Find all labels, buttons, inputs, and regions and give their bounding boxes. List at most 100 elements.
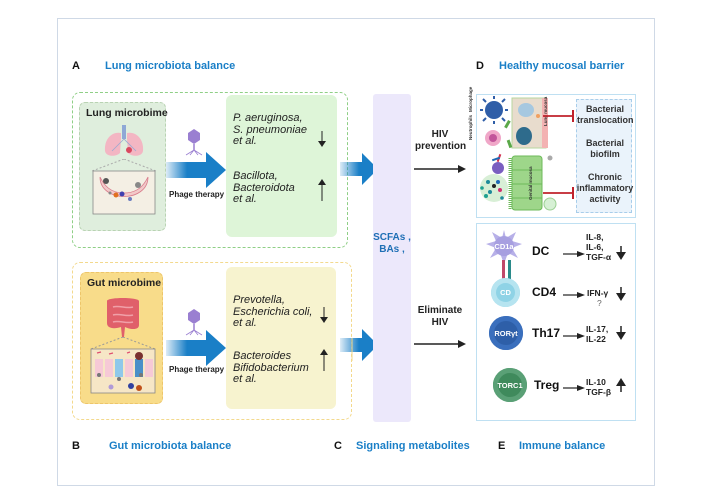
flow-arrow-lung <box>166 152 226 188</box>
arrow-up-icon <box>320 349 328 371</box>
species-name: S. pneumoniae <box>233 123 307 136</box>
arrow-down-icon <box>320 307 328 323</box>
species-name: Bacteroides <box>233 350 292 362</box>
arrow-right-icon <box>563 292 585 298</box>
label-line: prevention <box>415 141 467 152</box>
effect-bacterial-translocation: Bacterial translocation <box>577 104 634 126</box>
gut-increased-species: Bacteroides Bifidobacterium et al. <box>233 350 309 386</box>
effect-line: Chronic <box>587 172 622 182</box>
arrow-down-icon <box>616 287 626 301</box>
arrow-right-icon <box>563 385 585 391</box>
barrier-effects-box: Bacterial translocation Bacterial biofil… <box>575 99 635 213</box>
mucosa-illustration <box>480 96 557 211</box>
cytokine: IL-6, <box>586 242 604 252</box>
effect-line: inflammatory <box>576 183 634 193</box>
gut-species-box: Prevotella, Escherichia coli, et al. Bac… <box>226 267 336 409</box>
section-letter-a: A <box>72 60 80 72</box>
cytokines-th17: IL-17, IL-22 <box>586 324 608 344</box>
metabolites-label: SCFAs , BAs , <box>366 232 418 256</box>
cytokine: IL-17, <box>586 324 609 334</box>
arrow-up-icon <box>318 179 326 201</box>
receptor-icon <box>502 260 511 280</box>
cytokine: IL-10 <box>586 377 606 387</box>
effect-line: Bacterial <box>585 138 625 148</box>
arrow-right-icon <box>563 333 585 339</box>
arrow-down-icon <box>616 326 626 340</box>
section-letter-d: D <box>476 60 484 72</box>
phage-therapy-label-lung: Phage therapy <box>169 190 225 199</box>
metabolite-bas: BAs , <box>379 244 405 255</box>
arrow-down-icon <box>616 246 626 260</box>
species-name: Escherichia coli, <box>233 305 313 318</box>
cytokines-cd4: IFN-γ ? <box>587 288 608 308</box>
cytokines-treg: IL-10 TGF-β <box>586 377 611 397</box>
arrow-down-icon <box>318 131 326 147</box>
cytokine: TGF-α <box>586 252 612 262</box>
species-name: Bifidobacterium <box>233 361 309 374</box>
cell-marker-cd1a: CD1a <box>494 241 514 251</box>
phage-icon-gut <box>185 309 203 336</box>
effect-line: activity <box>589 194 621 204</box>
eliminate-hiv-label: Eliminate HIV <box>414 305 466 329</box>
phage-therapy-label-gut: Phage therapy <box>169 365 225 374</box>
genital-mucosa-label: Genital mucosa <box>528 166 533 200</box>
species-name: et al. <box>233 373 257 385</box>
cd4-cell-icon: CD <box>491 278 520 307</box>
section-letter-e: E <box>498 440 506 452</box>
effect-line: translocation <box>577 115 634 125</box>
cell-marker-torc1: TORC1 <box>497 380 523 390</box>
cell-name-treg: Treg <box>534 378 560 392</box>
section-title-lung: Lung microbiota balance <box>105 60 236 72</box>
effect-bacterial-biofilm: Bacterial biofilm <box>577 138 633 160</box>
species-name: Prevotella, <box>233 294 285 306</box>
effect-line: biofilm <box>590 149 620 159</box>
effect-line: Bacterial <box>585 104 625 114</box>
cell-name-th17: Th17 <box>532 326 561 340</box>
flow-arrow-gut-metabolites <box>340 329 378 361</box>
flow-arrow-lung-metabolites <box>340 153 378 185</box>
phage-icon-lung <box>185 129 203 156</box>
section-title-immune: Immune balance <box>519 440 606 452</box>
lung-microbiome-panel: Lung microbime <box>79 102 168 231</box>
cell-name-dc: DC <box>532 244 550 258</box>
label-line: Eliminate <box>417 305 463 316</box>
section-title-gut: Gut microbiota balance <box>109 440 232 452</box>
species-name: P. aeruginosa, <box>233 112 303 124</box>
label-line: HIV <box>431 317 449 328</box>
section-title-mucosal: Healthy mucosal barrier <box>499 60 625 72</box>
metabolite-scfas: SCFAs , <box>373 232 411 243</box>
treg-cell-icon: TORC1 <box>493 368 527 402</box>
arrow-right-icon <box>563 251 585 257</box>
cytokine: TGF-β <box>586 387 612 397</box>
gut-decreased-species: Prevotella, Escherichia coli, et al. <box>233 294 313 330</box>
inhibit-icon-inflammation <box>543 187 574 199</box>
th17-cell-icon: RORγt <box>489 316 523 350</box>
cell-name-cd4: CD4 <box>532 285 557 299</box>
dendritic-cell-icon <box>486 230 522 264</box>
macrophage-label: Microphage <box>468 86 473 112</box>
hiv-prevention-label: HIV prevention <box>415 129 467 153</box>
gut-panel-label: Gut microbime <box>87 277 162 289</box>
cytokine: IL-8, <box>586 232 604 242</box>
species-name: Bacteroidota <box>233 181 295 194</box>
arrow-to-immune <box>414 340 466 348</box>
lung-decreased-species: P. aeruginosa, S. pneumoniae et al. <box>233 112 307 148</box>
neutrophils-label: Neutrophils <box>468 114 473 140</box>
cytokine: IL-22 <box>586 334 606 344</box>
arrow-up-icon <box>616 378 626 392</box>
label-line: HIV <box>431 129 449 140</box>
arrow-to-mucosa <box>414 165 466 173</box>
species-name: Bacillota, <box>233 170 278 182</box>
cell-marker-rorgt: RORγt <box>494 328 518 338</box>
inhibit-icon-translocation <box>543 110 574 122</box>
cytokine: IFN-γ <box>587 288 609 298</box>
effect-chronic-inflammation: Chronic inflammatory activity <box>575 172 635 205</box>
alveolus-illustration <box>92 159 156 215</box>
lung-increased-species: Bacillota, Bacteroidota et al. <box>233 170 295 206</box>
cell-marker-cd: CD <box>500 288 511 297</box>
species-name: et al. <box>233 317 257 329</box>
section-letter-b: B <box>72 440 80 452</box>
metabolites-column <box>373 94 411 422</box>
section-title-metabolites: Signaling metabolites <box>356 440 470 452</box>
species-name: et al. <box>233 135 257 147</box>
